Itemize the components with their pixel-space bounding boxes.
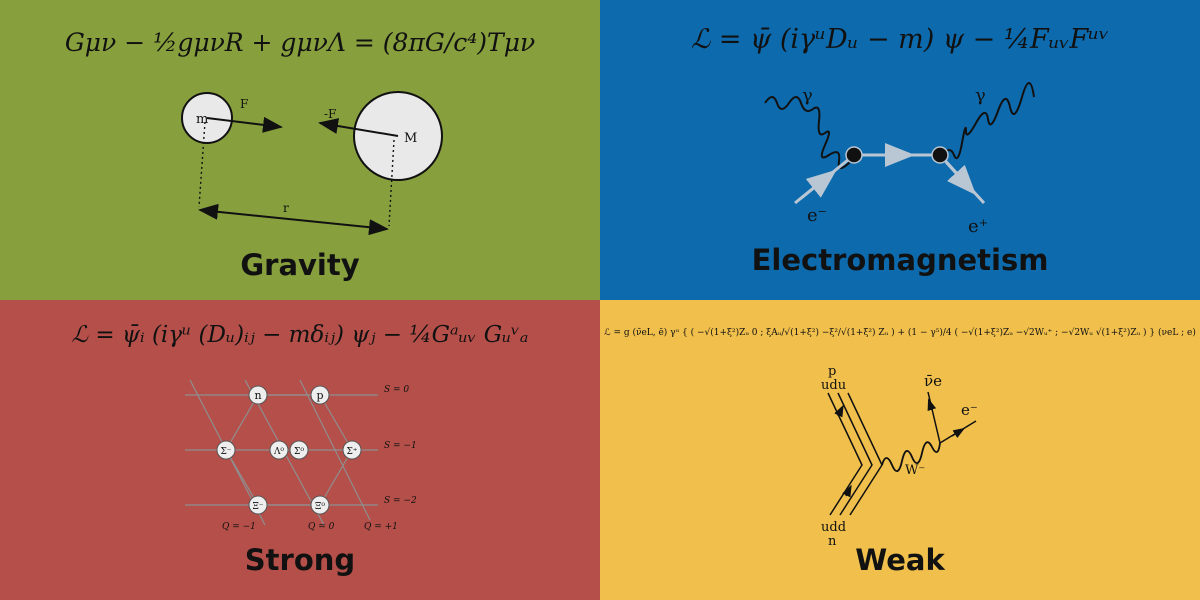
electron-label: e⁻ [807, 205, 827, 226]
strong-title: Strong [244, 543, 356, 577]
gravity-panel: Gμν − ½gμνR + gμνΛ = (8πG/c⁴)Tμν m M F -… [0, 0, 600, 300]
weak-equation: ℒ = g (ν̄eL, ē) γᵘ { ( −√(1+ξ²)Zᵤ 0 ; ξA… [604, 328, 1196, 338]
charge-minus: Q = −1 [222, 522, 256, 532]
charge-zero: Q = 0 [308, 522, 335, 532]
particle-p: p [316, 389, 323, 402]
em-equation: ℒ = ψ̄ (iγᵘDᵤ − m) ψ − ¼FᵤᵥFᵘᵛ [690, 24, 1110, 55]
vertex-left [845, 146, 863, 164]
weak-title: Weak [855, 543, 945, 577]
vertex-right [931, 146, 949, 164]
electron-label: e⁻ [961, 401, 978, 419]
strangeness-2: S = −2 [384, 496, 417, 506]
neutron-label: n [828, 534, 837, 549]
particle-sigma-0: Σ⁰ [294, 447, 304, 457]
distance-label: r [283, 201, 289, 215]
antineutrino-label: ν̄e [924, 372, 942, 390]
large-mass-label: M [404, 131, 417, 146]
particle-n: n [254, 389, 261, 402]
w-boson-line [881, 441, 941, 472]
strangeness-1: S = −1 [384, 441, 417, 451]
proton-label: p [828, 364, 836, 379]
photon-left-label: γ [802, 85, 813, 106]
distance-guide-right [388, 139, 395, 227]
particle-lambda-0: Λ⁰ [273, 447, 284, 457]
force-arrow [206, 116, 283, 133]
charge-plus: Q = +1 [364, 522, 398, 532]
neg-force-arrow [318, 118, 399, 137]
neutron-quarks-label: udd [821, 520, 846, 535]
quark-lines [827, 392, 883, 516]
gravity-equation: Gμν − ½gμνR + gμνΛ = (8πG/c⁴)Tμν [64, 28, 536, 57]
strangeness-0: S = 0 [384, 385, 409, 395]
particle-xi-minus: Ξ⁻ [252, 502, 263, 512]
baryon-nodes [216, 385, 362, 515]
w-boson-label: W⁻ [905, 463, 925, 478]
photon-right-line [941, 82, 1035, 159]
beta-decay-diagram: p udu udd n ν̄e e⁻ W⁻ [821, 364, 978, 549]
particle-sigma-minus: Σ⁻ [220, 447, 231, 457]
gravity-title: Gravity [240, 248, 360, 282]
proton-quarks-label: udu [821, 378, 846, 393]
distance-guide-left [198, 121, 206, 208]
strong-panel: ℒ = ψ̄ᵢ (iγᵘ (Dᵤ)ᵢⱼ − mδᵢⱼ) ψⱼ − ¼Gᵃᵤᵥ G… [0, 300, 600, 600]
positron-label: e⁺ [968, 216, 988, 237]
electromagnetism-panel: ℒ = ψ̄ (iγᵘDᵤ − m) ψ − ¼FᵤᵥFᵘᵛ γ γ e⁻ e⁺… [600, 0, 1200, 300]
force-label: F [240, 97, 248, 111]
feynman-diagram: γ γ e⁻ e⁺ [764, 82, 1035, 237]
photon-right-label: γ [975, 85, 986, 106]
weak-panel: ℒ = g (ν̄eL, ē) γᵘ { ( −√(1+ξ²)Zᵤ 0 ; ξA… [600, 300, 1200, 600]
gravity-diagram: m M F -F r [181, 91, 443, 236]
small-mass-label: m [196, 112, 208, 127]
particle-xi-0: Ξ⁰ [315, 502, 325, 512]
neg-force-label: -F [324, 107, 336, 121]
antineutrino-line [927, 391, 941, 444]
photon-left-line [764, 96, 852, 169]
em-title: Electromagnetism [751, 243, 1049, 277]
strong-equation: ℒ = ψ̄ᵢ (iγᵘ (Dᵤ)ᵢⱼ − mδᵢⱼ) ψⱼ − ¼Gᵃᵤᵥ G… [71, 322, 529, 348]
distance-arrow [198, 203, 389, 236]
particle-sigma-plus: Σ⁺ [346, 447, 357, 457]
baryon-octet-diagram: n p Σ⁻ Λ⁰ Σ⁰ Σ⁺ Ξ⁻ Ξ⁰ S = 0 S = −1 S = −… [185, 379, 417, 532]
